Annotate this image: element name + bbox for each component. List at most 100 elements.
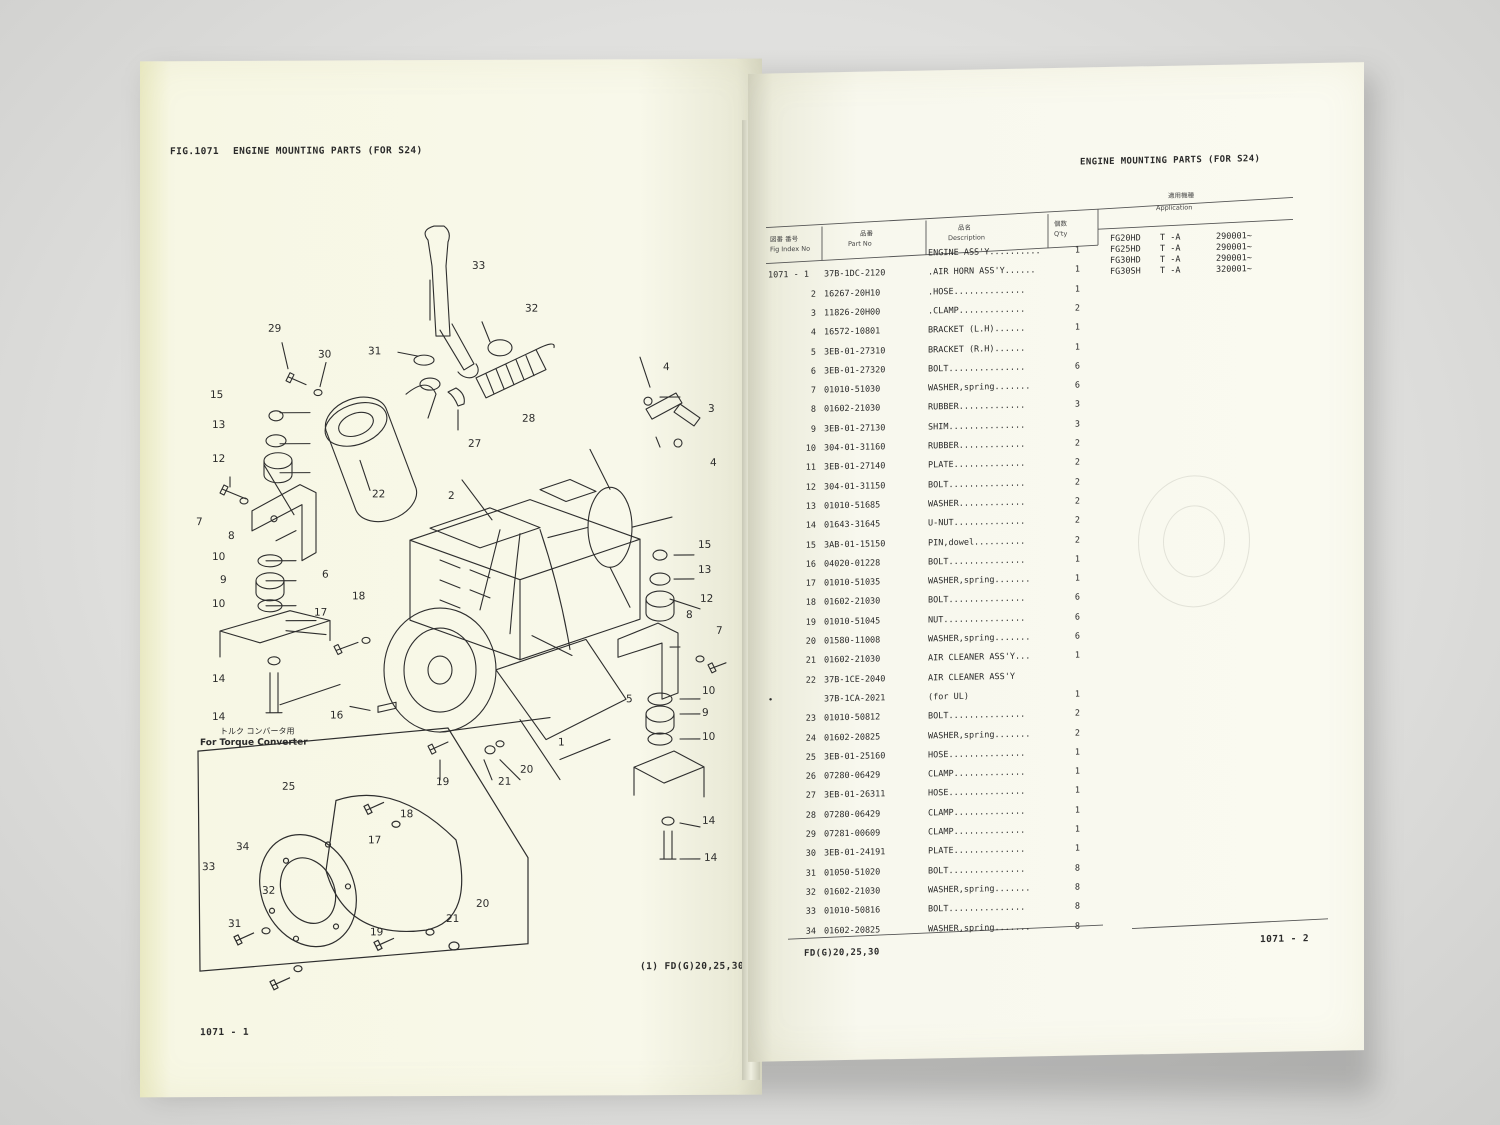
left-footer-model: (1) FD(G)20,25,30 xyxy=(640,960,745,973)
row-quantity: 1 xyxy=(1074,785,1080,797)
row-part-no: 3EB-01-27140 xyxy=(824,461,886,473)
callout-31: 31 xyxy=(228,917,242,930)
callout-17-left: 17 xyxy=(314,606,328,619)
row-part-no: 3EB-01-24191 xyxy=(824,847,886,859)
callout-2: 2 xyxy=(448,489,455,503)
row-index-no: 16 xyxy=(805,559,816,570)
row-quantity: 6 xyxy=(1074,380,1080,391)
callout-32: 32 xyxy=(262,884,276,897)
callout-8-right: 8 xyxy=(686,608,693,621)
row-index-no: 17 xyxy=(805,578,816,589)
row-index-no: 21 xyxy=(805,655,816,667)
row-part-no: 01580-11008 xyxy=(824,635,881,647)
row-index-no: 8 xyxy=(810,404,816,416)
row-description: .HOSE.............. xyxy=(928,285,1026,298)
row-description: BOLT............... xyxy=(928,864,1026,877)
row-quantity: 1 xyxy=(1074,322,1080,333)
callout-27: 33 xyxy=(472,259,486,272)
row-part-no: 37B-1CA-2021 xyxy=(824,693,886,705)
callout-18-inset: 18 xyxy=(400,808,414,821)
right-page: ENGINE MOUNTING PARTS (FOR S24) 図番 番号 Fi… xyxy=(748,62,1364,1062)
row-description: HOSE............... xyxy=(928,786,1026,799)
row-index-no: 2 xyxy=(810,289,816,300)
row-part-no: 304-01-31150 xyxy=(824,480,886,493)
row-quantity: 1 xyxy=(1074,843,1080,854)
row-description: PLATE.............. xyxy=(928,458,1026,471)
row-index-no: 5 xyxy=(810,347,816,358)
row-part-no: 01050-51020 xyxy=(824,866,881,879)
row-description: BRACKET (L.H)...... xyxy=(928,323,1026,336)
row-quantity: 1 xyxy=(1074,573,1080,584)
callout-12-right: 13 xyxy=(698,563,712,576)
row-quantity: 1 xyxy=(1074,554,1080,565)
row-index-no: 30 xyxy=(805,848,816,860)
row-part-no: 01010-51035 xyxy=(824,577,881,589)
row-part-no: 01602-21030 xyxy=(824,654,881,666)
row-index-no: 4 xyxy=(810,327,816,338)
row-quantity: 1 xyxy=(1074,824,1080,835)
row-quantity: 6 xyxy=(1074,612,1080,623)
callout-15-right: 15 xyxy=(698,538,712,551)
row-description: WASHER,spring....... xyxy=(928,381,1031,394)
callout-25: 28 xyxy=(522,412,536,425)
row-index-no: 22 xyxy=(805,675,816,686)
row-description: BOLT............... xyxy=(928,593,1026,606)
callout-7-right: 7 xyxy=(716,624,723,637)
callout-21-inset: 21 xyxy=(446,912,460,926)
row-quantity: 1 xyxy=(1074,650,1080,661)
header-fig-no-jp: 図番 番号 xyxy=(770,234,799,244)
row-part-no: 01602-21030 xyxy=(824,403,881,415)
row-index-no: 15 xyxy=(805,540,816,551)
header-app-jp: 適用機種 xyxy=(1168,191,1194,200)
row-index-no: 27 xyxy=(805,790,816,802)
row-part-no: 01602-21030 xyxy=(824,886,881,898)
row-quantity: 1 xyxy=(1074,264,1080,275)
callout-4-right: 4 xyxy=(710,456,717,469)
row-description: .AIR HORN ASS'Y...... xyxy=(928,265,1036,278)
row-description: PLATE.............. xyxy=(928,844,1026,857)
callout-1: 1 xyxy=(558,736,565,749)
row-description: RUBBER............. xyxy=(928,400,1026,413)
callout-13-left: 14 xyxy=(212,710,226,724)
header-part-no-jp: 品番 xyxy=(860,229,873,238)
row-part-no: 11826-20H00 xyxy=(824,307,881,319)
row-part-no: 01602-21030 xyxy=(824,596,881,608)
row-description: WASHER............. xyxy=(928,497,1026,510)
row-description: WASHER,spring....... xyxy=(928,883,1031,896)
row-description: CLAMP.............. xyxy=(928,825,1026,838)
row-quantity: 2 xyxy=(1074,708,1080,719)
row-index-no: 34 xyxy=(805,926,816,937)
right-footer-model: FD(G)20,25,30 xyxy=(804,947,880,959)
row-index-no: 31 xyxy=(805,868,816,879)
row-description: WASHER,spring....... xyxy=(928,632,1031,645)
row-description: U-NUT.............. xyxy=(928,516,1026,529)
callout-15-left: 15 xyxy=(210,388,224,402)
callout-22: 22 xyxy=(372,488,386,501)
callout-17-inset: 17 xyxy=(368,834,382,847)
row-quantity: 1 xyxy=(1074,689,1080,700)
right-page-number: 1071 - 2 xyxy=(1260,933,1309,946)
row-part-no: 01602-20825 xyxy=(824,924,881,936)
row-part-no: 01010-50816 xyxy=(824,905,881,917)
callout-4-top: 4 xyxy=(663,361,670,374)
row-quantity: 6 xyxy=(1074,592,1080,604)
row-quantity: 2 xyxy=(1074,515,1080,526)
row-description: NUT................ xyxy=(928,613,1026,626)
row-part-no: 37B-1CE-2040 xyxy=(824,673,886,686)
header-qty-jp: 個数 xyxy=(1054,219,1067,229)
row-index-no: 11 xyxy=(805,462,816,474)
row-index-no: 26 xyxy=(805,771,816,782)
row-description: BRACKET (R.H)...... xyxy=(928,343,1026,355)
left-page-number: 1071 - 1 xyxy=(200,1026,249,1039)
torque-converter-label-jp: トルク コンバータ用 xyxy=(220,726,295,737)
row-quantity: 8 xyxy=(1074,882,1080,893)
row-description: CLAMP.............. xyxy=(928,767,1026,780)
header-qty-en: Q'ty xyxy=(1054,229,1068,239)
row-description: BOLT............... xyxy=(928,709,1026,722)
row-index-no: 18 xyxy=(805,597,816,609)
callout-6: 6 xyxy=(322,568,329,581)
row-part-no: 01010-50812 xyxy=(824,712,881,724)
row-part-no: 3EB-01-27130 xyxy=(824,422,886,435)
row-index-no: 14 xyxy=(805,520,816,531)
callout-12-left: 13 xyxy=(212,418,226,432)
